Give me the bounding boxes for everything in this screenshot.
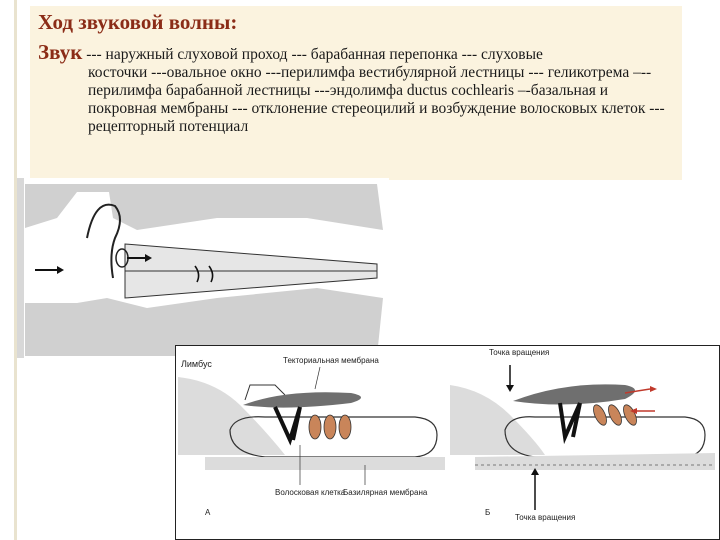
label-tectorial: Текториальная мембрана	[283, 356, 379, 365]
label-hair-cell: Волосковая клетка	[275, 488, 346, 497]
slide-paragraph: Звук --- наружный слуховой проход --- ба…	[38, 43, 678, 136]
paragraph-first-text: --- наружный слуховой проход --- барабан…	[82, 46, 543, 63]
hair-cell-left-1	[309, 415, 321, 439]
basilar-membrane-left	[205, 457, 445, 470]
label-pivot-top: Точка вращения	[489, 348, 549, 357]
figure1-left-shade	[17, 178, 24, 358]
panel-b-label: Б	[485, 508, 490, 517]
hair-cell-left-3	[339, 415, 351, 439]
panel-a-label: А	[205, 508, 211, 517]
label-pivot-bottom: Точка вращения	[515, 513, 575, 522]
paragraph-lead-word: Звук	[38, 40, 82, 64]
paragraph-first-line: Звук --- наружный слуховой проход --- ба…	[38, 43, 678, 64]
label-basilar: Базилярная мембрана	[343, 488, 428, 497]
middle-ear-diagram: А	[17, 178, 389, 358]
organ-of-corti-diagram: Лимбус Текториальная мембрана Волосковая…	[175, 345, 720, 540]
label-limbus: Лимбус	[181, 359, 212, 369]
slide-title: Ход звуковой волны:	[38, 10, 237, 35]
hair-cell-left-2	[324, 415, 336, 439]
paragraph-continued-text: косточки ---овальное окно ---перилимфа в…	[38, 64, 678, 136]
